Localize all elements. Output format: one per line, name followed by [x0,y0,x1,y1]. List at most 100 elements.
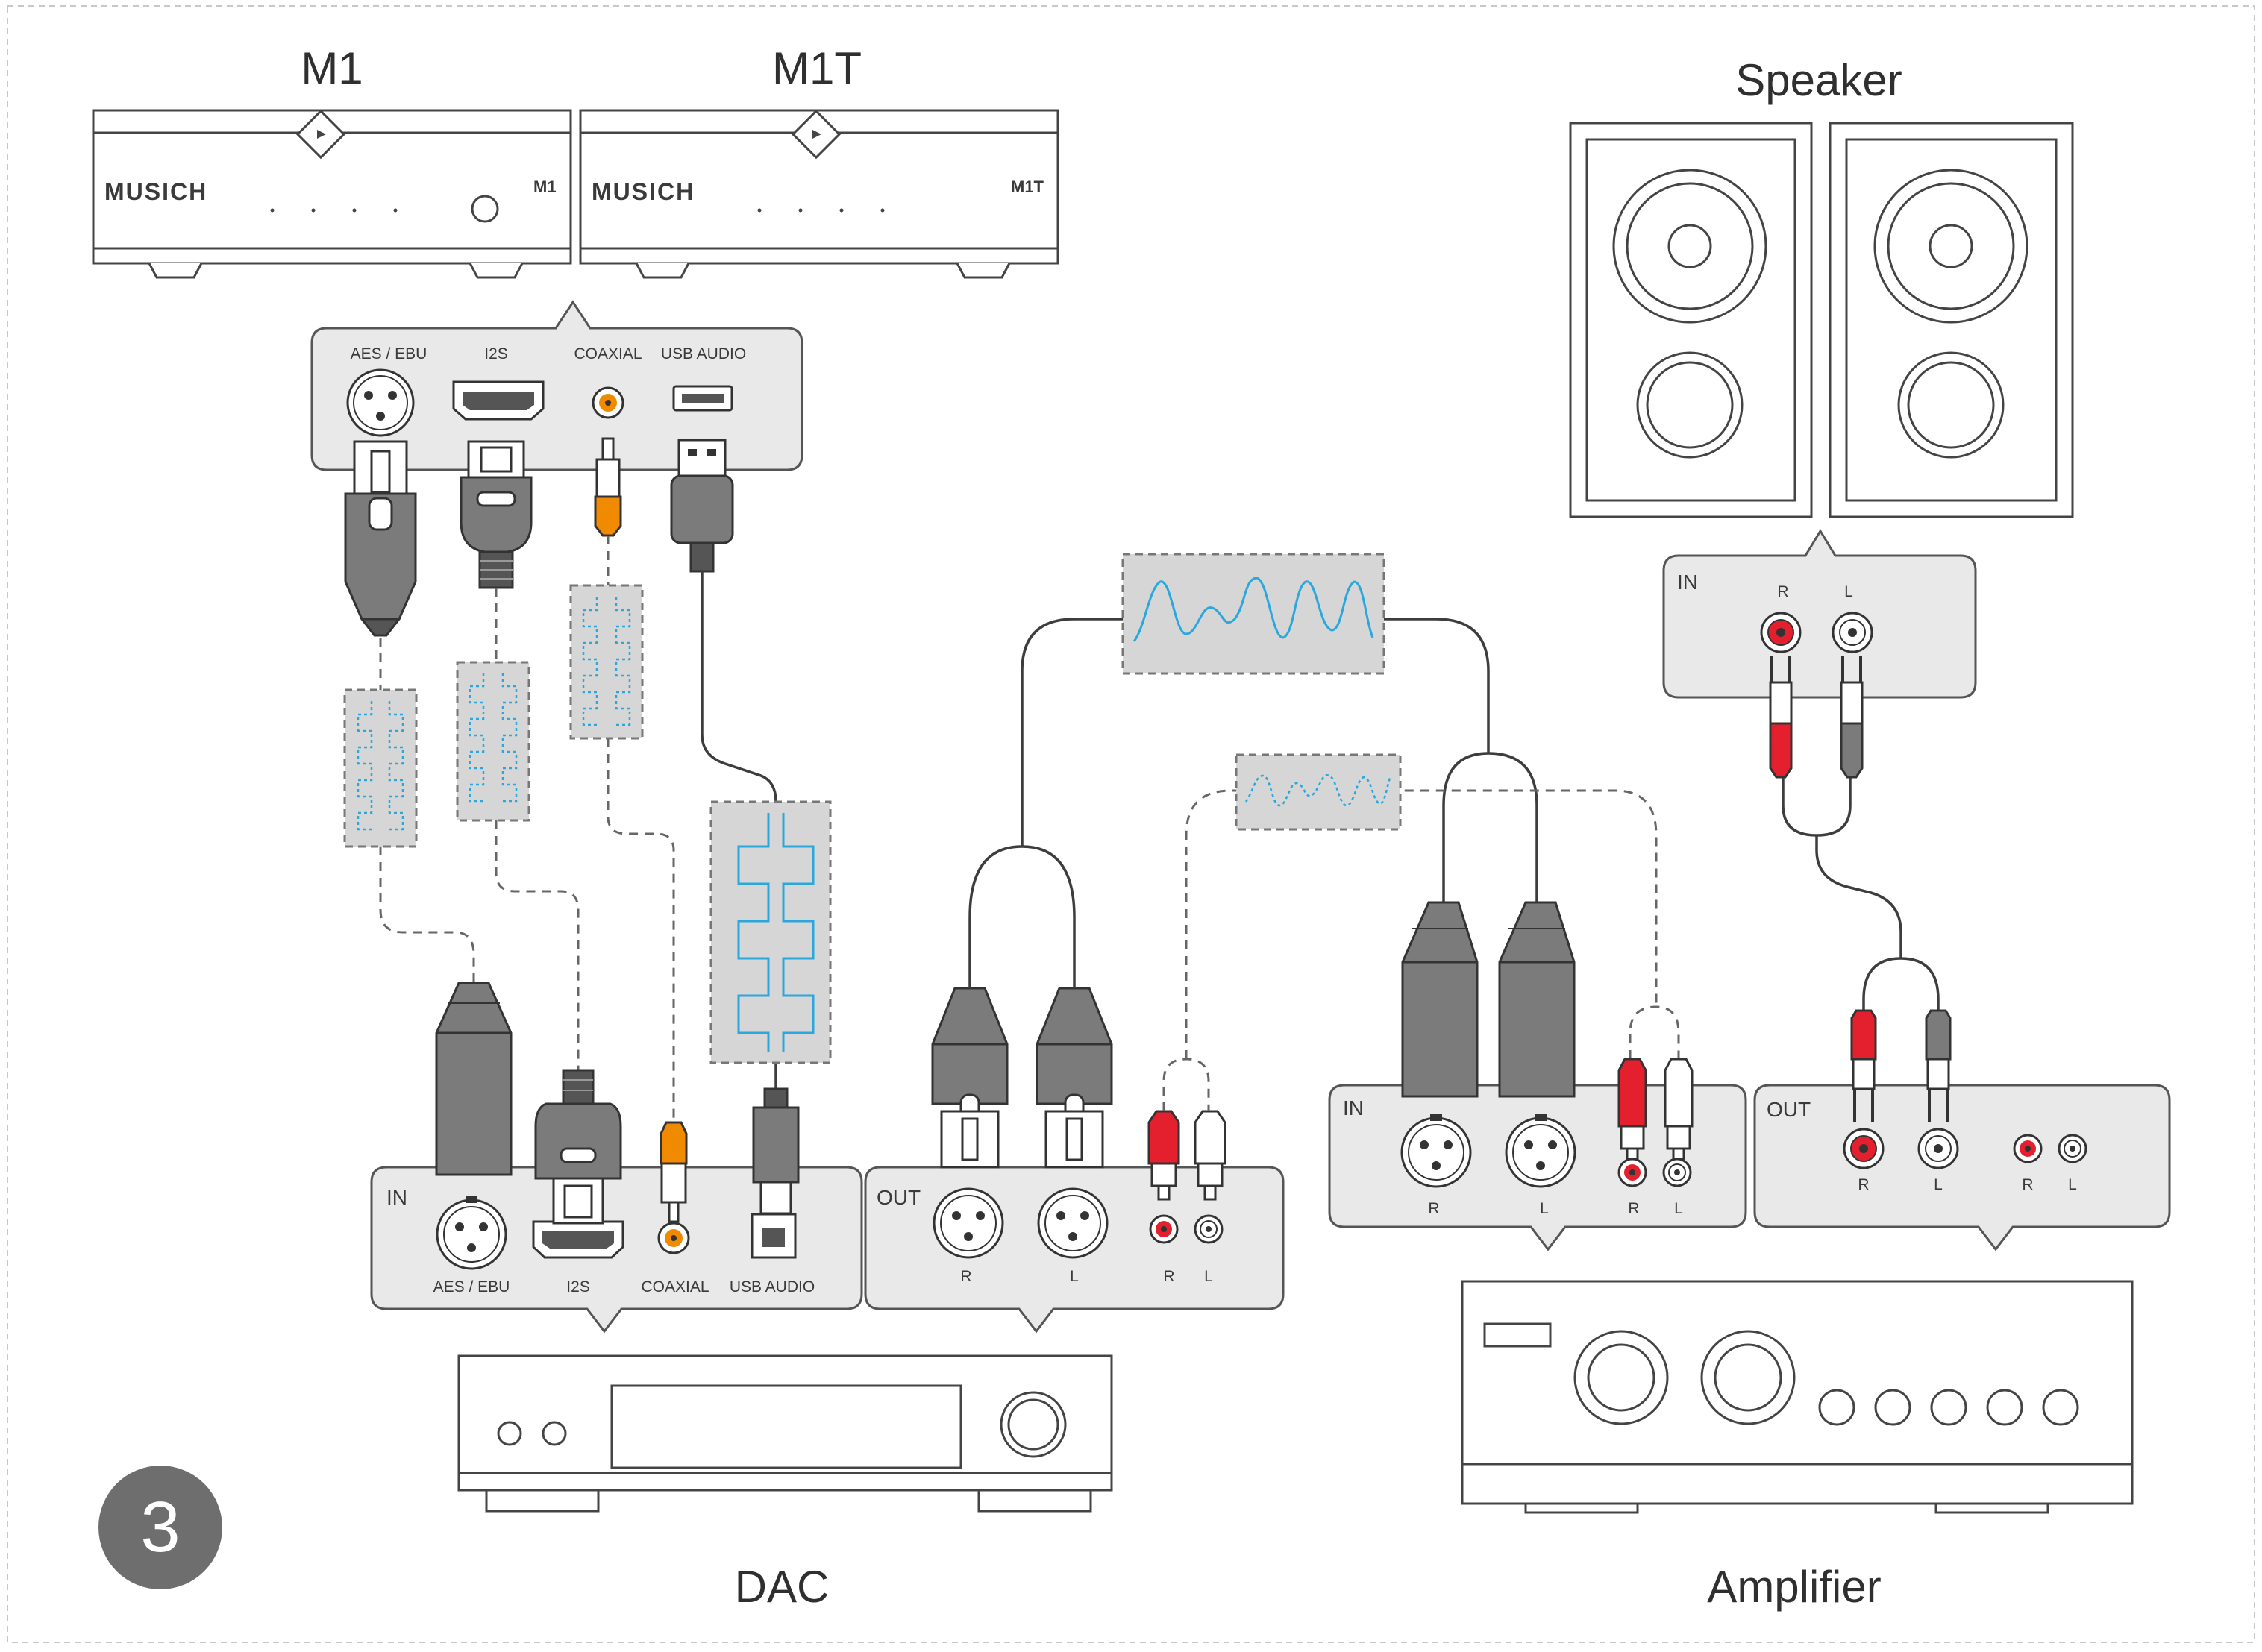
amp-spade-plug-l [1925,1009,1952,1122]
m1-power-knob-icon [471,195,499,223]
amp-in-label: IN [1343,1096,1364,1119]
amp-rca-in-l-port-icon [1662,1158,1692,1187]
dac-output-panel: OUT R L R L [864,1166,1285,1334]
dac-coax-in-port-icon [657,1222,690,1254]
m1t-device: MUSICH M1T [579,109,1059,279]
source-coax-port-icon [592,386,624,419]
dac-led-icon [542,1421,567,1446]
amp-rca-in-plug-l [1664,1058,1694,1161]
coax-signal-box [569,584,644,740]
m1t-title: M1T [772,43,862,93]
dac-xlr-in-port-icon [436,1196,507,1270]
aes-plug-bottom [435,982,513,1176]
amp-spk-l-label: L [1934,1176,1943,1193]
dac-title: DAC [735,1562,830,1612]
analog-signal-box-xlr [1121,553,1385,675]
amp-rca-in-plug-r [1617,1058,1647,1161]
dac-xlr-out-plug-l [1036,987,1113,1169]
dac-rca-out-plug-l [1194,1110,1226,1201]
dac-rca-out-plug-r [1147,1110,1180,1201]
dac-usb-b-in-port-icon [751,1213,797,1259]
dac-xlr-out-r-port-icon [933,1187,1004,1259]
usb-plug-bottom [752,1087,800,1215]
usb-signal-box [709,800,832,1064]
dac-xlr-r-label: R [960,1268,971,1285]
amp-xlr-l-label: L [1540,1200,1549,1217]
dac-xlr-out-plug-r [931,987,1009,1169]
dac-xlr-l-label: L [1070,1268,1079,1285]
amp-xlr-in-r-port-icon [1400,1114,1472,1188]
usb-plug-top [670,439,734,573]
amp-out-label: OUT [1767,1098,1811,1121]
speaker-right [1569,122,1813,518]
dac-xlr-out-l-port-icon [1037,1187,1109,1259]
i2s-signal-box [456,661,530,822]
dac-led-icon [497,1421,522,1446]
amp-pre-r-label: R [2022,1176,2033,1193]
m1t-model: M1T [1011,178,1044,196]
m1-model: M1 [533,178,557,196]
amplifier-title: Amplifier [1707,1562,1881,1612]
amp-button-icon [1986,1389,2023,1426]
speaker-input-panel: IN R L [1662,529,1977,699]
amp-speaker-out-r-port-icon [1843,1128,1885,1169]
dac-device [457,1354,1113,1513]
m1-brand: MUSICH [104,178,207,205]
speaker-left [1829,122,2074,518]
dac-in-label: IN [386,1186,407,1209]
amp-rca-in-r-port-icon [1617,1158,1647,1187]
speaker-l-label: L [1844,583,1853,600]
step-badge: 3 [98,1466,222,1589]
amp-pre-out-r-port-icon [2013,1134,2043,1163]
amp-pre-l-label: L [2068,1176,2077,1193]
amp-xlr-r-label: R [1428,1200,1439,1217]
speaker-spade-plug-r [1769,656,1793,779]
m1-device: MUSICH M1 [92,109,572,279]
speaker-r-label: R [1777,583,1788,600]
amp-button-icon [2042,1389,2079,1426]
amp-speaker-out-l-port-icon [1917,1128,1959,1169]
amp-rca-r-label: R [1628,1200,1639,1217]
dac-rca-out-r-port-icon [1149,1214,1179,1244]
amp-rca-l-label: L [1674,1200,1683,1217]
amp-button-icon [1930,1389,1967,1426]
i2s-plug-bottom [534,1069,622,1225]
source-usb-port-icon [672,385,733,412]
source-port-i2s-label: I2S [484,345,508,362]
source-port-usb-label: USB AUDIO [661,345,746,362]
source-xlr-port-icon [346,368,415,437]
speaker-title: Speaker [1735,55,1902,105]
i2s-plug-top [460,440,533,589]
dac-port-coax-label: COAXIAL [641,1278,709,1295]
amp-xlr-in-plug-l [1498,901,1576,1098]
dac-port-i2s-label: I2S [566,1278,590,1295]
speaker-in-l-port-icon [1832,612,1873,653]
dac-rca-r-label: R [1163,1268,1174,1285]
dac-rca-out-l-port-icon [1194,1214,1224,1244]
amp-button-icon [1874,1389,1911,1426]
amplifier-device [1461,1280,2134,1514]
dac-out-label: OUT [877,1186,921,1209]
amp-spk-r-label: R [1858,1176,1869,1193]
speaker-in-label: IN [1677,571,1698,594]
dac-input-panel: IN AES / EBU I2S COAXIAL USB AUDIO [370,1166,863,1334]
coax-plug-top [594,437,622,537]
aes-signal-box [343,688,418,848]
source-port-coax-label: COAXIAL [574,345,642,362]
speaker-spade-plug-l [1840,656,1864,779]
amp-output-panel: OUT R L R L [1753,1084,2171,1251]
amp-xlr-in-l-port-icon [1505,1114,1576,1188]
dac-hdmi-in-port-icon [532,1220,624,1259]
source-port-aes-label: AES / EBU [351,345,427,362]
amp-display-icon [1483,1322,1552,1348]
dac-port-usb-label: USB AUDIO [730,1278,815,1295]
aes-plug-top [344,440,417,637]
analog-signal-box-rca [1235,753,1402,831]
source-hdmi-port-icon [452,380,545,421]
amp-button-icon [1818,1389,1855,1426]
dac-volume-knob-icon [1000,1391,1067,1458]
m1-title: M1 [301,43,363,93]
diagram-frame [7,5,2255,1643]
step-number: 3 [140,1487,180,1567]
